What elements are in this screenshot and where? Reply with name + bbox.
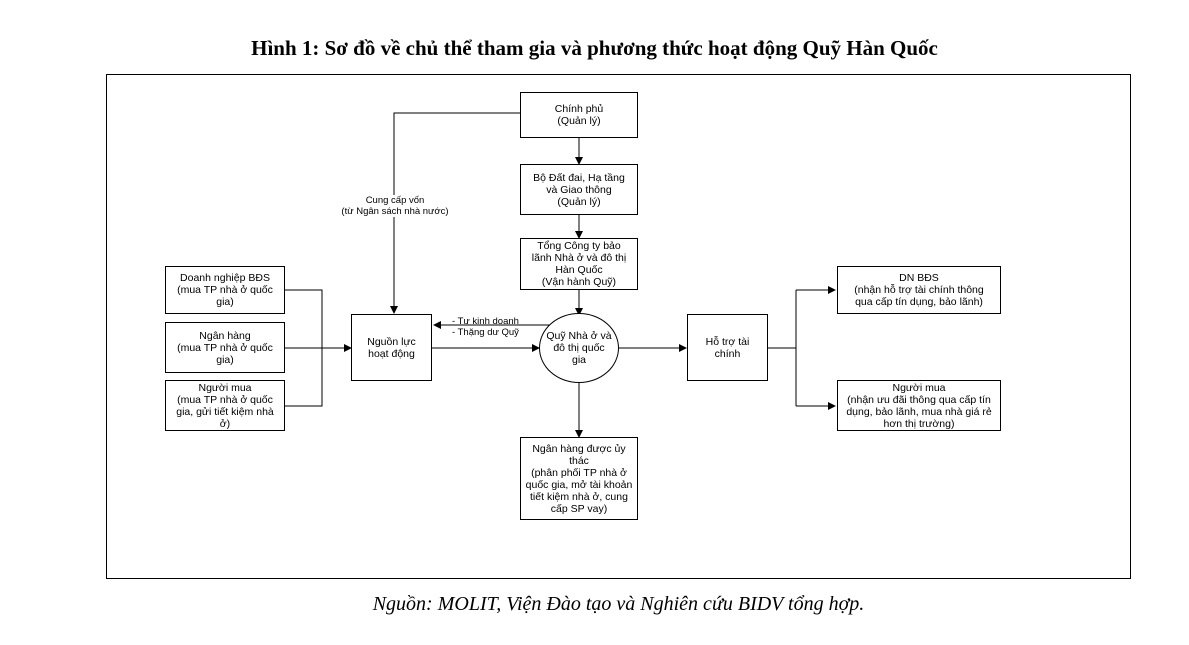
node-dn-bds-right: DN BĐS (nhận hỗ trợ tài chính thông qua … — [837, 266, 1001, 314]
node-nguon-luc: Nguồn lực hoạt động — [351, 314, 432, 381]
node-quy: Quỹ Nhà ở và đô thị quốc gia — [539, 313, 619, 383]
node-chinh-phu: Chính phủ (Quản lý) — [520, 92, 638, 138]
label-cung-cap-von: Cung cấp vốn (từ Ngân sách nhà nước) — [325, 195, 465, 217]
figure-source: Nguồn: MOLIT, Viện Đào tạo và Nghiên cứu… — [372, 593, 865, 615]
label-tu-kinh-doanh: - Tự kinh doanh - Thặng dư Quỹ — [452, 316, 519, 338]
node-tong-cong-ty: Tổng Công ty bảo lãnh Nhà ở và đô thị Hà… — [520, 238, 638, 290]
node-dn-bds-left: Doanh nghiệp BĐS (mua TP nhà ở quốc gia) — [165, 266, 285, 314]
node-ngan-hang: Ngân hàng (mua TP nhà ở quốc gia) — [165, 322, 285, 373]
node-ho-tro: Hỗ trợ tài chính — [687, 314, 768, 381]
node-nguoi-mua-left: Người mua (mua TP nhà ở quốc gia, gửi ti… — [165, 380, 285, 431]
node-bo-dat-dai: Bộ Đất đai, Hạ tầng và Giao thông (Quản … — [520, 164, 638, 215]
node-nguoi-mua-right: Người mua (nhận ưu đãi thông qua cấp tín… — [837, 380, 1001, 431]
diagram-frame — [106, 74, 1131, 579]
figure-title: Hình 1: Sơ đồ về chủ thể tham gia và phư… — [251, 36, 938, 60]
node-ngan-hang-uy-thac: Ngân hàng được ủy thác (phân phối TP nhà… — [520, 437, 638, 520]
arrow-chinhphu-to-nguonluc — [390, 112, 520, 314]
